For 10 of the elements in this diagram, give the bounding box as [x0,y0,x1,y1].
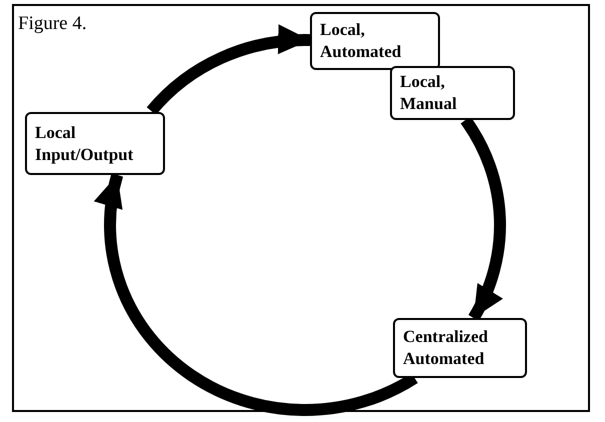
process-box [390,66,515,120]
figure-title: Figure 4. [18,12,87,36]
process-box [393,318,527,378]
curved-arrow [96,174,418,416]
box-label: Local, Manual [400,71,458,115]
process-box [25,112,165,175]
box-label: Centralized Automated [403,326,489,370]
process-box [310,12,440,70]
box-label: Local, Automated [320,19,402,63]
box-label: Local Input/Output [35,122,134,166]
